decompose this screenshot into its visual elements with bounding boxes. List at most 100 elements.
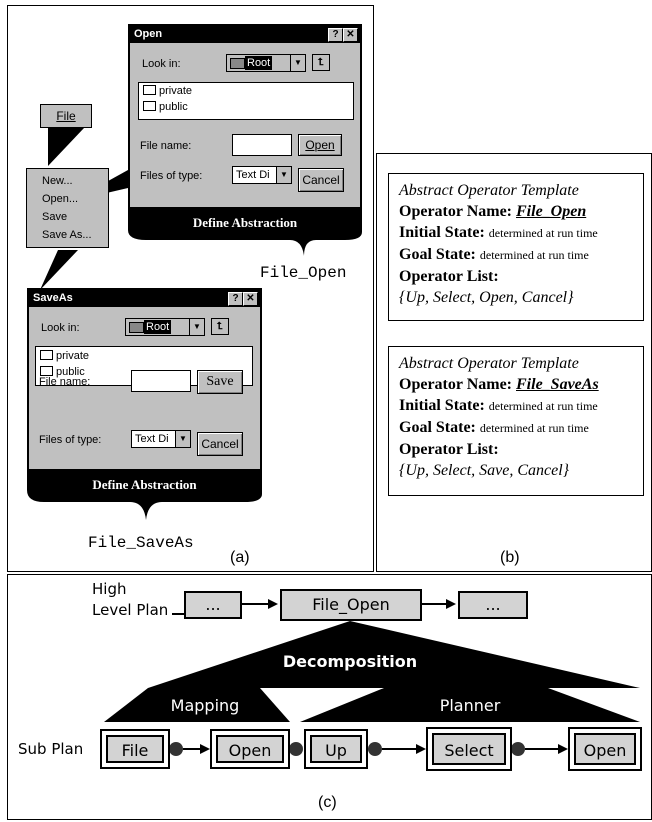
help-icon[interactable]: ?: [228, 292, 243, 306]
folder-icon: [230, 58, 245, 69]
save-button[interactable]: Save: [197, 370, 243, 394]
sub-plan-label: Sub Plan: [18, 740, 84, 758]
operator-name-value: File_SaveAs: [516, 376, 599, 393]
files-of-type-value: Text Di: [135, 433, 169, 445]
goal-state-row: Goal State: determined at run time: [399, 419, 589, 436]
planner-label: Planner: [439, 696, 501, 715]
open-result-label: File_Open: [260, 264, 347, 282]
sub-box-open-2: Open: [568, 727, 642, 771]
file-menu-wedge: [48, 128, 84, 166]
initial-state-row: Initial State: determined at run time: [399, 397, 598, 414]
saveas-abstraction-label: Define Abstraction: [92, 477, 197, 492]
list-item[interactable]: public: [40, 366, 85, 378]
files-of-type-value: Text Di: [236, 169, 270, 181]
open-abstraction-label: Define Abstraction: [192, 215, 298, 230]
list-item[interactable]: private: [40, 350, 89, 362]
operator-list-label-row: Operator List:: [399, 268, 499, 285]
template-file-open: Abstract Operator Template Operator Name…: [388, 173, 644, 321]
file-menu-button[interactable]: File: [40, 104, 92, 128]
saveas-dialog: SaveAs ? ✕ Look in: Root ▼ ⮤ private pub…: [27, 288, 262, 471]
open-button[interactable]: Open: [298, 134, 342, 156]
menu-item-save[interactable]: Save: [42, 211, 68, 223]
file-name-field[interactable]: [232, 134, 292, 156]
template-header: Abstract Operator Template: [399, 355, 579, 372]
look-in-value: Root: [144, 320, 172, 334]
saveas-file-list[interactable]: private public: [35, 346, 253, 386]
open-abstraction-banner: [128, 208, 362, 256]
goal-state-row: Goal State: determined at run time: [399, 246, 589, 263]
file-menu-label: File: [56, 109, 76, 123]
caption-c: (c): [318, 794, 337, 811]
template-file-saveas: Abstract Operator Template Operator Name…: [388, 346, 644, 496]
sub-box-select: Select: [426, 727, 512, 771]
plan-box-next: ...: [458, 591, 528, 619]
menu-item-new[interactable]: New...: [42, 175, 73, 187]
caption-a: (a): [230, 549, 250, 566]
look-in-value: Root: [245, 56, 273, 70]
list-item[interactable]: public: [143, 101, 188, 113]
look-in-label: Look in:: [142, 58, 181, 70]
cancel-button[interactable]: Cancel: [298, 168, 344, 192]
caption-b: (b): [500, 549, 520, 566]
saveas-menu-wedge: [40, 250, 78, 290]
look-in-combo[interactable]: Root ▼: [125, 318, 205, 336]
operator-name-row: Operator Name: File_SaveAs: [399, 376, 599, 393]
look-in-label: Look in:: [41, 322, 80, 334]
cancel-button[interactable]: Cancel: [197, 432, 243, 456]
mapping-label: Mapping: [170, 696, 240, 715]
folder-icon: [129, 322, 144, 333]
high-level-label-1: High: [92, 580, 127, 598]
files-of-type-select[interactable]: Text Di ▼: [232, 166, 292, 184]
files-of-type-label: Files of type:: [39, 434, 102, 446]
open-dialog-title: Open: [130, 26, 360, 43]
up-folder-icon[interactable]: ⮤: [312, 54, 330, 71]
plan-box-prev: ...: [184, 591, 242, 619]
folder-icon: [40, 350, 53, 360]
chevron-down-icon[interactable]: ▼: [189, 319, 204, 335]
operator-list-value: {Up, Select, Save, Cancel}: [399, 462, 570, 479]
up-folder-icon[interactable]: ⮤: [211, 318, 229, 335]
look-in-combo[interactable]: Root ▼: [226, 54, 306, 72]
operator-list-value: {Up, Select, Open, Cancel}: [399, 289, 574, 306]
initial-state-row: Initial State: determined at run time: [399, 224, 598, 241]
folder-icon: [40, 366, 53, 376]
operator-name-row: Operator Name: File_Open: [399, 203, 587, 220]
sub-box-open: Open: [210, 729, 290, 769]
open-file-list[interactable]: private public: [138, 82, 354, 120]
saveas-dialog-title: SaveAs: [29, 290, 260, 307]
template-header: Abstract Operator Template: [399, 182, 579, 199]
high-level-label-2: Level Plan: [92, 601, 169, 619]
decomposition-shape: [148, 621, 640, 688]
operator-list-label-row: Operator List:: [399, 441, 499, 458]
file-dropdown-menu: New... Open... Save Save As...: [26, 168, 109, 248]
close-icon[interactable]: ✕: [343, 28, 358, 42]
sub-box-file: File: [100, 729, 170, 769]
sub-box-up: Up: [304, 729, 368, 769]
close-icon[interactable]: ✕: [243, 292, 258, 306]
files-of-type-label: Files of type:: [140, 170, 203, 182]
planner-shape: [300, 688, 640, 722]
menu-item-save-as[interactable]: Save As...: [42, 229, 92, 241]
file-name-label: File name:: [39, 376, 91, 388]
list-item[interactable]: private: [143, 85, 192, 97]
folder-icon: [143, 85, 156, 95]
folder-icon: [143, 101, 156, 111]
files-of-type-select[interactable]: Text Di ▼: [131, 430, 191, 448]
open-dialog: Open ? ✕ Look in: Root ▼ ⮤ private publi…: [128, 24, 362, 209]
chevron-down-icon[interactable]: ▼: [276, 167, 291, 183]
file-name-field[interactable]: [131, 370, 191, 392]
plan-box-file-open: File_Open: [280, 589, 422, 621]
menu-item-open[interactable]: Open...: [42, 193, 79, 205]
chevron-down-icon[interactable]: ▼: [290, 55, 305, 71]
mapping-shape: [104, 688, 290, 722]
panel-a-frame: [7, 5, 374, 572]
saveas-abstraction-banner: [27, 470, 262, 520]
decomposition-label: Decomposition: [282, 652, 418, 671]
chevron-down-icon[interactable]: ▼: [175, 431, 190, 447]
help-icon[interactable]: ?: [328, 28, 343, 42]
operator-name-value: File_Open: [516, 203, 587, 220]
file-name-label: File name:: [140, 140, 192, 152]
saveas-result-label: File_SaveAs: [88, 534, 194, 552]
